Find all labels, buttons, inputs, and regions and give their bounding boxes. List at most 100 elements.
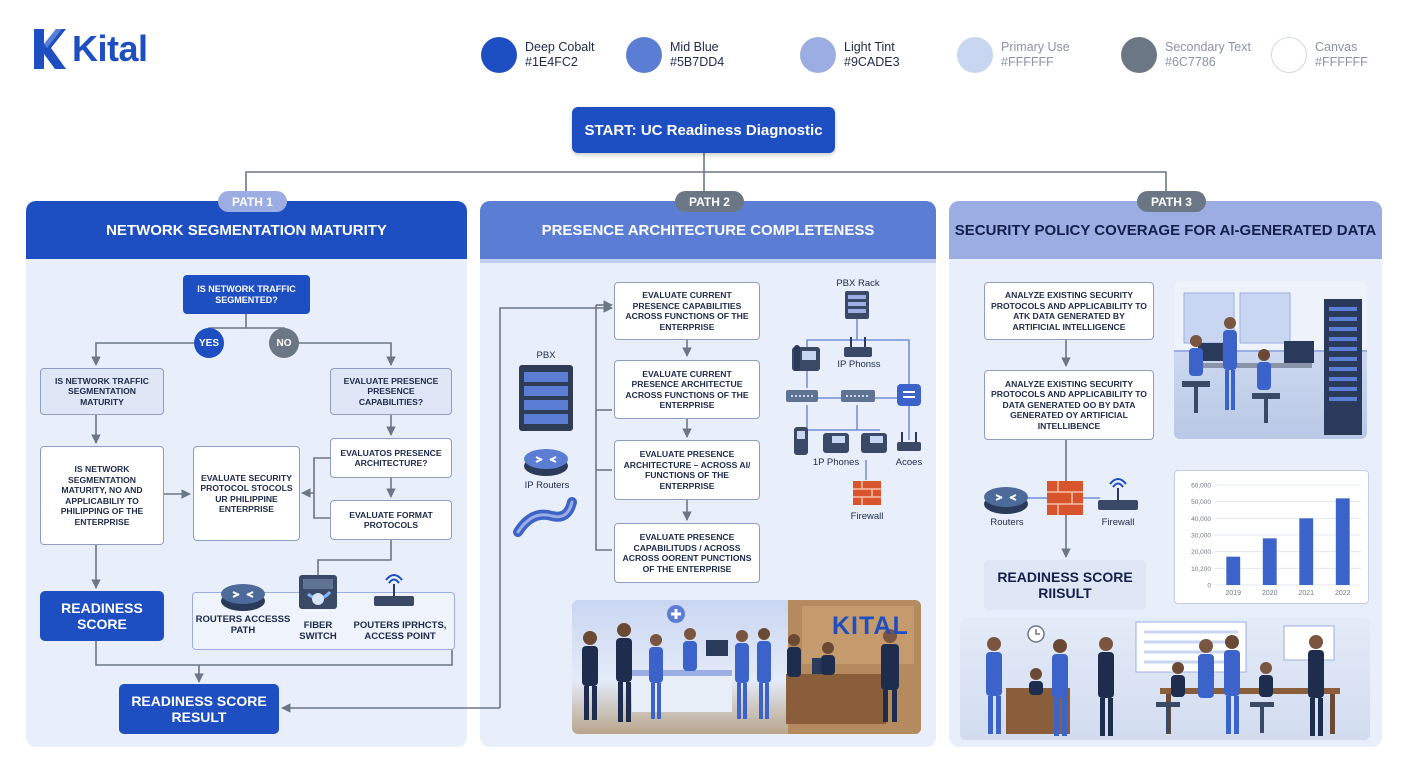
router-icon (984, 487, 1028, 514)
ip-router-icon (524, 449, 568, 476)
p1-box-segmentation-applicability[interactable]: IS NETWORK SEGMENTATION MATURITY, NO AND… (40, 446, 164, 545)
swatch-name: Deep Cobalt (525, 40, 595, 54)
p2-ip-routers-label: IP Routers (524, 480, 570, 491)
swatch-hex: #FFFFFF (1315, 55, 1368, 69)
p2-step-3[interactable]: EVALUATE PRESENCE ARCHITECTURE – ACROSS … (614, 440, 760, 500)
chart-y-tick-label: 10,200 (1191, 566, 1211, 573)
ip-phone-icon (792, 345, 820, 371)
no-node[interactable]: NO (269, 328, 299, 358)
chart-bar (1299, 518, 1314, 585)
p1-ap-caption: POUTERS IPRHCTS, ACCESS POINT (353, 620, 447, 642)
chart-x-tick-label: 2021 (1298, 590, 1314, 597)
swatch-name: Canvas (1315, 40, 1358, 54)
swatch-primary-use: Primary Use#FFFFFF (957, 37, 1070, 73)
swatch-dot (1271, 37, 1307, 73)
swatch-deep-cobalt: Deep Cobalt#1E4FC2 (481, 37, 595, 73)
swatch-hex: #5B7DD4 (670, 55, 725, 69)
start-node[interactable]: START: UC Readiness Diagnostic (572, 107, 835, 153)
p1-readiness-score[interactable]: READINESS SCORE (40, 591, 164, 641)
p2-reception-scene (572, 600, 921, 734)
fiber-switch-icon (299, 575, 337, 609)
p1-box-security-protocol[interactable]: EVALUATE SECURITY PROTOCOL STOCOLS UR PH… (193, 446, 300, 541)
chart-y-tick-label: 60,000 (1191, 483, 1211, 490)
p3-meeting-scene (960, 618, 1370, 740)
swatch-name: Secondary Text (1165, 40, 1251, 54)
p2-firewall-label: Firewall (850, 511, 884, 522)
handset-icon (794, 427, 808, 455)
swatch-dot (1121, 37, 1157, 73)
kital-k-icon (34, 29, 66, 69)
p1-router-caption: ROUTERS ACCESSS PATH (195, 614, 291, 636)
chart-y-tick-label: 40,000 (1191, 516, 1211, 523)
chart-y-tick-label: 0 (1207, 583, 1211, 590)
p2-pbx-rack-label: PBX Rack (836, 278, 880, 289)
access-point-icon (897, 432, 921, 451)
p3-datacenter-scene (1174, 281, 1367, 439)
swatch-dot (481, 37, 517, 73)
swatch-dot (957, 37, 993, 73)
p1-readiness-score-result[interactable]: READINESS SCORE RESULT (119, 684, 279, 734)
yes-node[interactable]: YES (194, 328, 224, 358)
readiness-bar-chart: 0 10,200 20,000 30,000 40,000 50,000 60,000 201… (1174, 470, 1369, 604)
path2-pill: PATH 2 (675, 191, 744, 212)
path3-pill: PATH 3 (1137, 191, 1206, 212)
path2-head-shadow (480, 259, 936, 263)
chart-y-tick-label: 20,000 (1191, 549, 1211, 556)
brand-name: Kital (72, 28, 148, 69)
office-illustration (1174, 281, 1367, 435)
gateway-icon (897, 384, 921, 406)
p2-step-2[interactable]: EVALUATE CURRENT PRESENCE ARCHITECTUE AC… (614, 360, 760, 419)
p3-box-analyze-2[interactable]: ANALYZE EXISTING SECURITY PROTOCOLS AND … (984, 370, 1154, 440)
brand-logo: Kital (32, 28, 148, 70)
kital-wall-sign: KITAL (832, 612, 909, 640)
network-cable-icon (513, 497, 577, 537)
firewall-icon (853, 481, 881, 505)
swatch-hex: #FFFFFF (1001, 55, 1054, 69)
p3-routers-label: Routers (990, 517, 1024, 528)
chart-canvas: 0 10,200 20,000 30,000 40,000 50,000 60,000 201… (1191, 483, 1361, 597)
swatch-mid-blue: Mid Blue#5B7DD4 (626, 37, 724, 73)
p2-pbx-label: PBX (536, 350, 556, 361)
p2-ip-phones-label: 1P Phones (812, 457, 860, 468)
meeting-illustration (986, 621, 1340, 736)
p1-question-segmented[interactable]: IS NETWORK TRAFFIC SEGMENTED? (183, 275, 310, 314)
chart-y-tick-label: 50,000 (1191, 499, 1211, 506)
p2-step-4[interactable]: EVALUATE PRESENCE CAPABILITUDS / ACROSS … (614, 523, 760, 583)
p1-box-presence-capabilities[interactable]: EVALUATE PRESENCE PRESENCE CAPABILITIES? (330, 368, 452, 415)
p3-firewall-label: Firewall (1101, 517, 1135, 528)
access-point-icon (374, 574, 414, 606)
p1-box-presence-architecture[interactable]: EVALUATOS PRESENCE ARCHITECTURE? (330, 438, 452, 478)
access-point-icon (1098, 478, 1138, 510)
router-small-icon (844, 337, 872, 357)
p3-readiness-score-result[interactable]: READINESS SCORE RIISULT (984, 560, 1146, 610)
switch-icon (786, 390, 818, 402)
swatch-dot (800, 37, 836, 73)
chart-x-tick-label: 2019 (1225, 590, 1241, 597)
chart-bar (1262, 538, 1277, 585)
swatch-dot (626, 37, 662, 73)
path1-pill: PATH 1 (218, 191, 287, 212)
swatch-secondary-text: Secondary Text#6C7786 (1121, 37, 1251, 73)
ip-phone-icon (861, 433, 887, 453)
p3-box-analyze-1[interactable]: ANALYZE EXISTING SECURITY PROTOCOLS AND … (984, 282, 1154, 340)
p2-step-1[interactable]: EVALUATE CURRENT PRESENCE CAPABILITIES A… (614, 282, 760, 340)
firewall-icon (1047, 481, 1083, 515)
swatch-hex: #6C7786 (1165, 55, 1216, 69)
swatch-hex: #1E4FC2 (525, 55, 578, 69)
swatch-hex: #9CADE3 (844, 55, 900, 69)
swatch-canvas: Canvas#FFFFFF (1271, 37, 1368, 73)
swatch-name: Primary Use (1001, 40, 1070, 54)
swatch-light-tint: Light Tint#9CADE3 (800, 37, 900, 73)
chart-y-tick-label: 30,000 (1191, 533, 1211, 540)
pbx-server-icon (519, 365, 573, 431)
p1-box-segmentation-maturity[interactable]: IS NETWORK TRAFFIC SEGMENTATION MATURITY (40, 368, 164, 415)
chart-bar (1335, 498, 1350, 585)
ip-phone-icon (823, 433, 849, 453)
swatch-name: Light Tint (844, 40, 895, 54)
pbx-rack-icon (845, 291, 869, 319)
p1-box-format-protocols[interactable]: EVALUATE FORMAT PROTOCOLS (330, 500, 452, 540)
swatch-name: Mid Blue (670, 40, 719, 54)
chart-x-tick-label: 2020 (1262, 590, 1278, 597)
p1-switch-caption: FIBER SWITCH (299, 620, 337, 642)
switch-icon (841, 390, 875, 402)
